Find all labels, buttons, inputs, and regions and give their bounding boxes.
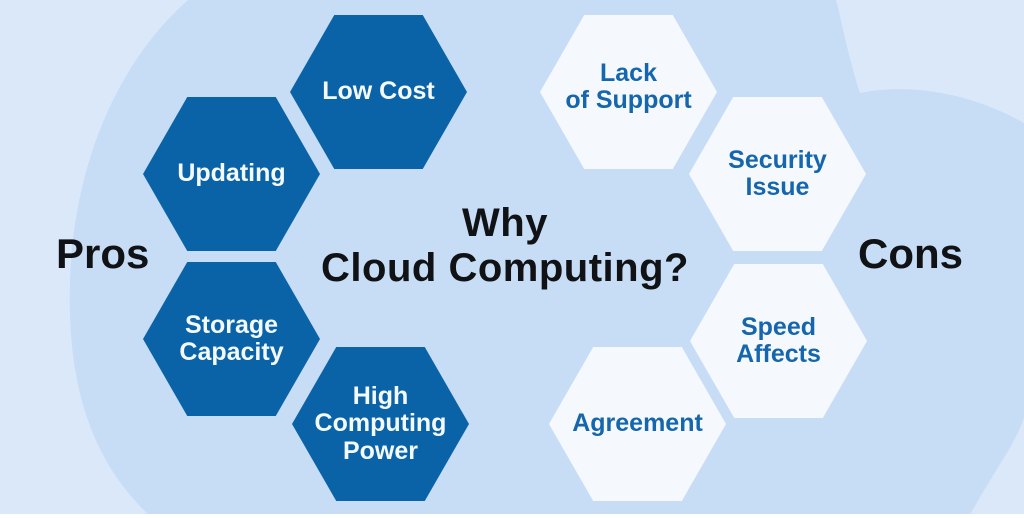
- hexagon-low-cost: Low Cost: [290, 15, 467, 169]
- hexagon-high-computing-power-label: High Computing Power: [314, 381, 447, 465]
- hexagon-updating-label: Updating: [177, 159, 286, 188]
- cons-label: Cons: [858, 230, 963, 277]
- title-line-2: Cloud Computing?: [321, 245, 689, 290]
- title-line-1: Why: [462, 201, 548, 245]
- hexagon-agreement-label: Agreement: [572, 409, 703, 438]
- hexagon-low-cost-label: Low Cost: [322, 77, 435, 106]
- page-title: Why Cloud Computing?: [304, 201, 706, 291]
- hexagon-security-issue-label: Security Issue: [728, 145, 827, 201]
- hexagon-storage-capacity-label: Storage Capacity: [179, 310, 284, 366]
- hexagon-speed-affects-label: Speed Affects: [736, 312, 821, 368]
- hexagon-lack-of-support: Lack of Support: [540, 15, 717, 169]
- hexagon-lack-of-support-label: Lack of Support: [565, 58, 692, 114]
- pros-label: Pros: [56, 230, 150, 277]
- bottom-white-strip: [0, 514, 1024, 518]
